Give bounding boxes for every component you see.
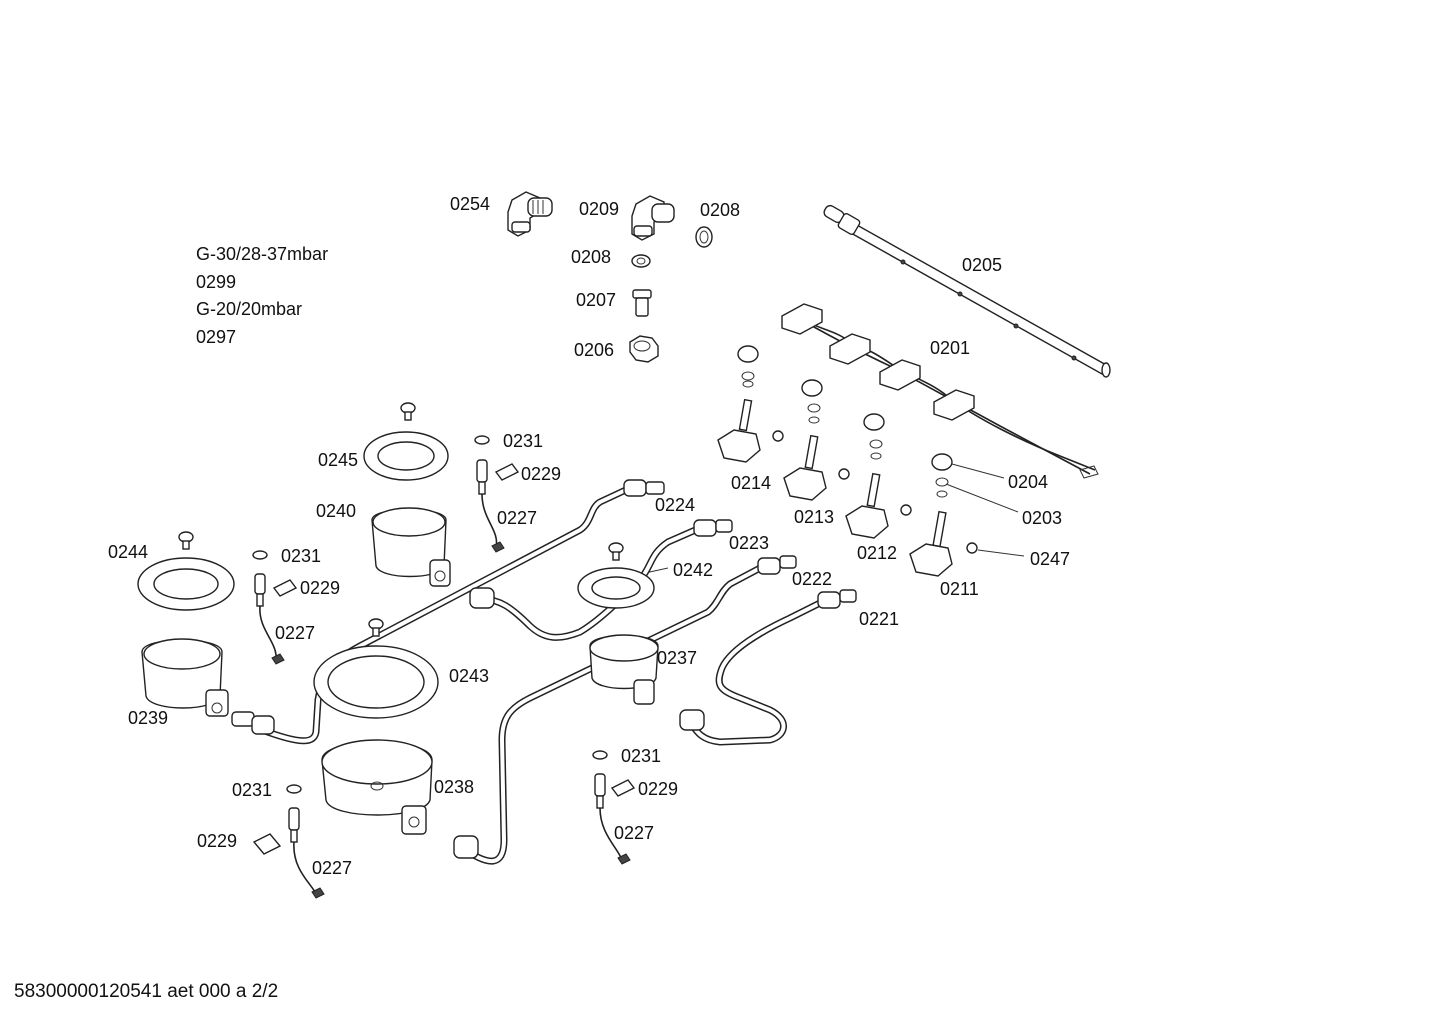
burner-cup-0238 [321, 739, 433, 835]
nut-0206 [629, 335, 659, 363]
part-label-0221: 0221 [859, 609, 900, 629]
part-label-0201: 0201 [930, 338, 971, 358]
part-label-0208-b: 0208 [571, 247, 612, 267]
gas-tube-0221 [679, 589, 857, 746]
gas-valve-0213 [783, 379, 850, 501]
drawing-reference-number: 58300000120541 aet 000 a 2/2 [14, 981, 279, 1002]
part-label-0213: 0213 [794, 507, 835, 527]
part-label-0238: 0238 [434, 777, 475, 797]
part-label-0231-c: 0231 [232, 780, 273, 800]
electrode-set-a [474, 435, 520, 553]
part-label-0237: 0237 [657, 648, 698, 668]
legend-code-0297: 0297 [196, 326, 237, 347]
part-label-0227-b: 0227 [275, 623, 316, 643]
legend-gas-g20: G-20/20mbar [196, 299, 303, 319]
part-label-0254: 0254 [450, 194, 491, 214]
part-label-0229-c: 0229 [197, 831, 238, 851]
part-label-0229: 0229 [521, 464, 562, 484]
part-label-0229-b: 0229 [300, 578, 341, 598]
part-label-0209: 0209 [579, 199, 620, 219]
part-label-0245: 0245 [318, 450, 359, 470]
gasket-0243 [313, 645, 439, 719]
part-label-0227: 0227 [497, 508, 538, 528]
gas-rail-0205 [823, 204, 1111, 378]
part-label-0240: 0240 [316, 501, 357, 521]
screw-0244 [178, 531, 194, 550]
part-label-0231-d: 0231 [621, 746, 662, 766]
gasket-0242 [577, 567, 655, 609]
gas-tube-0222 [453, 555, 797, 865]
washer-0208-b [631, 254, 651, 268]
part-label-0214: 0214 [731, 473, 772, 493]
part-label-0212: 0212 [857, 543, 898, 563]
screw-0245 [400, 402, 416, 421]
part-label-0242: 0242 [673, 560, 714, 580]
part-label-0206: 0206 [574, 340, 615, 360]
legend-code-0299: 0299 [196, 271, 237, 292]
part-label-0231: 0231 [503, 431, 544, 451]
nipple-0207 [632, 289, 652, 317]
screw-0243 [368, 618, 384, 637]
part-label-0204: 0204 [1008, 472, 1049, 492]
burner-cup-0240 [371, 507, 451, 587]
part-label-0229-d: 0229 [638, 779, 679, 799]
gas-valve-0211 [909, 453, 978, 577]
burner-cup-0237 [589, 634, 659, 705]
part-label-0244: 0244 [108, 542, 149, 562]
gas-valve-0214 [717, 345, 784, 463]
part-label-0243: 0243 [449, 666, 490, 686]
part-label-0239: 0239 [128, 708, 169, 728]
gasket-0245 [363, 431, 449, 481]
gas-tube-0223 [469, 519, 733, 641]
part-label-0227-c: 0227 [312, 858, 353, 878]
part-label-0223: 0223 [729, 533, 770, 553]
part-label-0224: 0224 [655, 495, 696, 515]
part-label-0208: 0208 [700, 200, 741, 220]
burner-cup-0239 [141, 638, 229, 717]
screw-0242 [608, 542, 624, 561]
part-label-0231-b: 0231 [281, 546, 322, 566]
part-label-0247: 0247 [1030, 549, 1071, 569]
legend-gas-g30: G-30/28-37mbar [196, 244, 329, 264]
washer-0208 [695, 226, 713, 248]
gas-type-legend: G-30/28-37mbar 0299 G-20/20mbar 0297 [196, 241, 328, 351]
electrode-set-d [592, 750, 636, 865]
part-label-0203: 0203 [1022, 508, 1063, 528]
electrode-set-b [252, 550, 298, 665]
part-label-0222: 0222 [792, 569, 833, 589]
part-label-0211: 0211 [940, 579, 979, 599]
elbow-fitting-0209 [631, 195, 675, 241]
part-label-0207: 0207 [576, 290, 617, 310]
part-label-0205: 0205 [962, 255, 1003, 275]
gas-valve-0212 [845, 413, 912, 539]
part-label-0227-d: 0227 [614, 823, 655, 843]
elbow-fitting-0254 [507, 191, 553, 237]
gasket-0244 [137, 557, 235, 611]
ignition-harness-0201 [781, 303, 1099, 479]
electrode-set-c [252, 784, 325, 899]
nozzle-0239 [231, 711, 275, 735]
